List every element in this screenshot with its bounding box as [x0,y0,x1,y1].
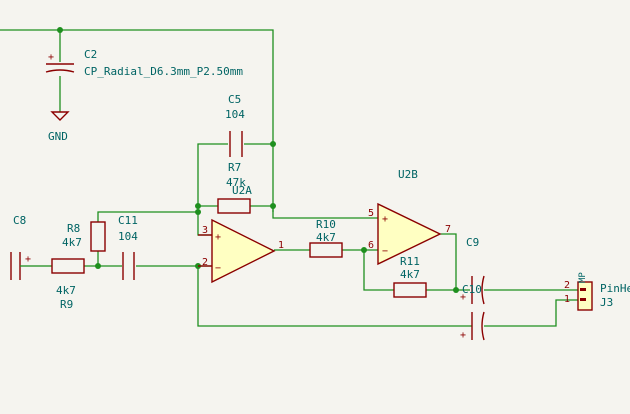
j3-pin2: 2 [564,280,570,291]
capacitor-c11[interactable]: C11 104 [118,214,138,280]
resistor-r11[interactable]: R11 4k7 [393,255,427,298]
r11-ref: R11 [400,255,420,268]
u2a-pin-out: 1 [278,240,284,251]
u2a-ref: U2A [232,184,252,197]
r10-ref: R10 [316,218,336,231]
junction-dot [57,27,63,33]
u2b-pin-plus: 5 [368,208,374,219]
r9-ref: R9 [60,298,73,311]
opamp-u2b[interactable]: U2B 5 6 7 + − [368,168,451,266]
c11-value: 104 [118,230,138,243]
resistor-r10[interactable]: R10 4k7 [309,218,343,258]
j3-vertical-tag: MP [578,272,588,283]
u2b-ref: U2B [398,168,418,181]
c10-ref: C10 [462,283,482,296]
junctions [57,27,459,293]
resistor-r9[interactable]: 4k7 R9 [51,258,85,311]
wire-u2a-minus-loop [197,266,472,327]
wire-r11-loop [363,250,394,291]
resistor-r8[interactable]: R8 4k7 [62,221,106,252]
c2-ref: C2 [84,48,97,61]
resistor-r7[interactable]: R7 47k [217,161,251,214]
c11-ref: C11 [118,214,138,227]
junction-dot [453,287,459,293]
u2a-pin-plus: 3 [202,225,208,236]
c8-ref: C8 [13,214,26,227]
c9-polarity: + [460,292,466,303]
r11-value: 4k7 [400,268,420,281]
r8-ref: R8 [67,222,80,235]
u2b-minus-sign: − [382,246,388,257]
u2b-plus-sign: + [382,214,388,225]
capacitor-c2[interactable]: + C2 CP_Radial_D6.3mm_P2.50mm [45,48,243,78]
junction-dot [270,203,276,209]
junction-dot [270,141,276,147]
c2-value: CP_Radial_D6.3mm_P2.50mm [84,65,243,78]
r8-value: 4k7 [62,236,82,249]
u2a-pin-minus: 2 [202,257,208,268]
j3-pin1: 1 [564,294,570,305]
u2b-pin-out: 7 [445,224,451,235]
r7-value: 47k [226,176,246,189]
wire-to-u2b-plus [272,206,378,219]
wire-r8-top [97,211,198,222]
c9-ref: C9 [466,236,479,249]
junction-dot [195,203,201,209]
r9-value: 4k7 [56,284,76,297]
capacitor-c8[interactable]: + C8 [10,214,36,280]
ground-symbol: GND [48,111,70,143]
c5-value: 104 [225,108,245,121]
c8-polarity: + [25,254,31,265]
junction-dot [95,263,101,269]
junction-dot [195,209,201,215]
capacitor-c9[interactable]: + C9 [460,236,485,305]
r10-value: 4k7 [316,231,336,244]
wire-top-rail [0,29,274,212]
j3-value: PinHe [600,282,630,295]
opamp-u2a[interactable]: U2A 3 2 1 + − [198,184,284,284]
c2-polarity: + [48,52,54,63]
j3-ref: J3 [600,296,613,309]
wire-u2b-out [440,233,470,291]
u2a-plus-sign: + [215,232,221,243]
c10-polarity: + [460,330,466,341]
connector-j3[interactable]: 2 1 J3 PinHe MP [564,272,630,311]
u2a-minus-sign: − [215,263,221,274]
c5-ref: C5 [228,93,241,106]
junction-dot [361,247,367,253]
wire-c10-j3 [484,299,578,327]
capacitor-c10[interactable]: + C10 [460,283,485,341]
gnd-label: GND [48,130,68,143]
capacitor-c5[interactable]: C5 104 [225,93,245,157]
u2b-pin-minus: 6 [368,240,374,251]
r7-ref: R7 [228,161,241,174]
